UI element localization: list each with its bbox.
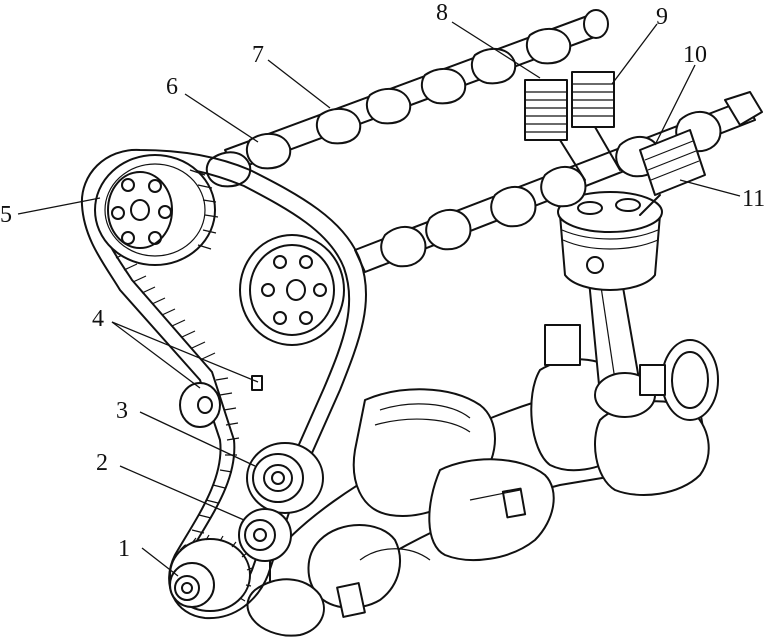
idler-pulley-lower (238, 508, 292, 562)
leader-10 (654, 64, 696, 146)
callout-6: 6 (166, 74, 178, 100)
crankshaft-timing-pulley (169, 534, 253, 612)
leader-7 (267, 59, 331, 109)
callout-4: 4 (92, 306, 104, 332)
leader-3 (139, 411, 256, 467)
leader-lines (17, 21, 741, 577)
idler-pulley-upper (246, 442, 324, 514)
callout-8: 8 (436, 0, 448, 26)
leader-6 (184, 93, 259, 143)
leader-2 (119, 465, 245, 521)
leader-8 (451, 21, 541, 79)
callout-11: 11 (742, 186, 765, 212)
callout-5: 5 (0, 202, 12, 228)
valves-and-springs (524, 71, 706, 216)
callout-7: 7 (252, 42, 264, 68)
leader-4a (111, 321, 201, 389)
leader-9 (611, 23, 658, 85)
callout-9: 9 (656, 4, 668, 30)
callout-10: 10 (683, 42, 707, 68)
leader-1 (141, 547, 179, 577)
connecting-rod-and-piston (544, 191, 666, 418)
callout-3: 3 (116, 398, 128, 424)
leader-5 (17, 197, 101, 215)
lower-cam-pulley (239, 234, 345, 346)
callout-labels: 1 2 3 4 5 6 7 8 9 10 11 (0, 0, 765, 562)
callout-2: 2 (96, 450, 108, 476)
callout-1: 1 (118, 536, 130, 562)
leader-11 (679, 179, 741, 197)
tensioner-pulley (179, 375, 263, 428)
upper-camshaft (205, 9, 609, 188)
upper-cam-pulley (94, 154, 219, 266)
leader-4b (111, 321, 259, 383)
